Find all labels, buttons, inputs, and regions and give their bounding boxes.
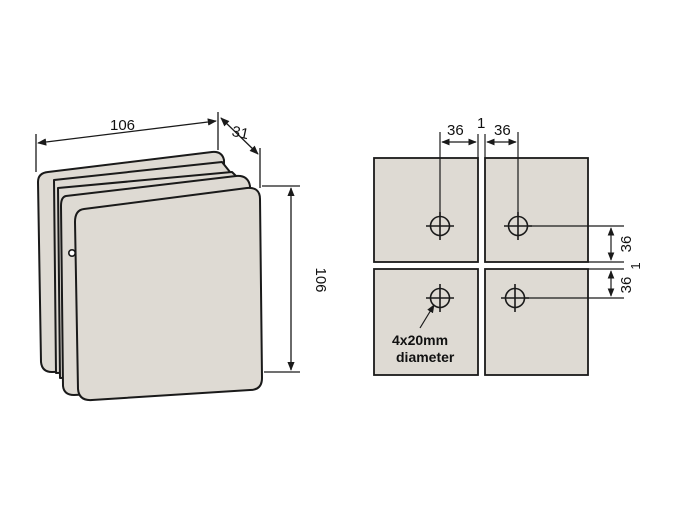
right-upper-offset-label: 36: [618, 236, 635, 253]
plan-holes: [426, 212, 532, 312]
plate-bottom-right: [484, 268, 589, 376]
top-right-offset-label: 36: [494, 122, 511, 139]
plate-top-left: [373, 157, 479, 263]
plan-view: [373, 157, 589, 376]
hole-bottom-left: [426, 284, 454, 312]
right-lower-offset-label: 36: [618, 277, 635, 294]
hole-bottom-right: [501, 284, 529, 312]
depth-dimension-line: [220, 117, 259, 155]
width-dimension-line: [37, 118, 217, 146]
front-plate: [74, 186, 263, 402]
plate-bottom-left: [373, 268, 479, 376]
top-left-offset-label: 36: [447, 122, 464, 139]
perspective-dimensions: [35, 112, 300, 373]
plate-top-right: [484, 157, 589, 263]
width-label: 106: [110, 117, 135, 134]
hole-leader: [419, 304, 435, 329]
hole-note-line1: 4x20mm: [392, 332, 448, 348]
depth-label: 31: [230, 123, 250, 143]
hole-top-right: [504, 212, 532, 240]
hole-top-left: [426, 212, 454, 240]
plan-dimensions: [419, 132, 624, 329]
hole-note-line2: diameter: [396, 349, 455, 365]
height-label: 106: [312, 267, 329, 292]
perspective-view: [37, 150, 263, 402]
right-gap-label: 1: [628, 262, 643, 269]
screw-hole: [68, 249, 77, 258]
top-gap-label: 1: [477, 115, 485, 132]
